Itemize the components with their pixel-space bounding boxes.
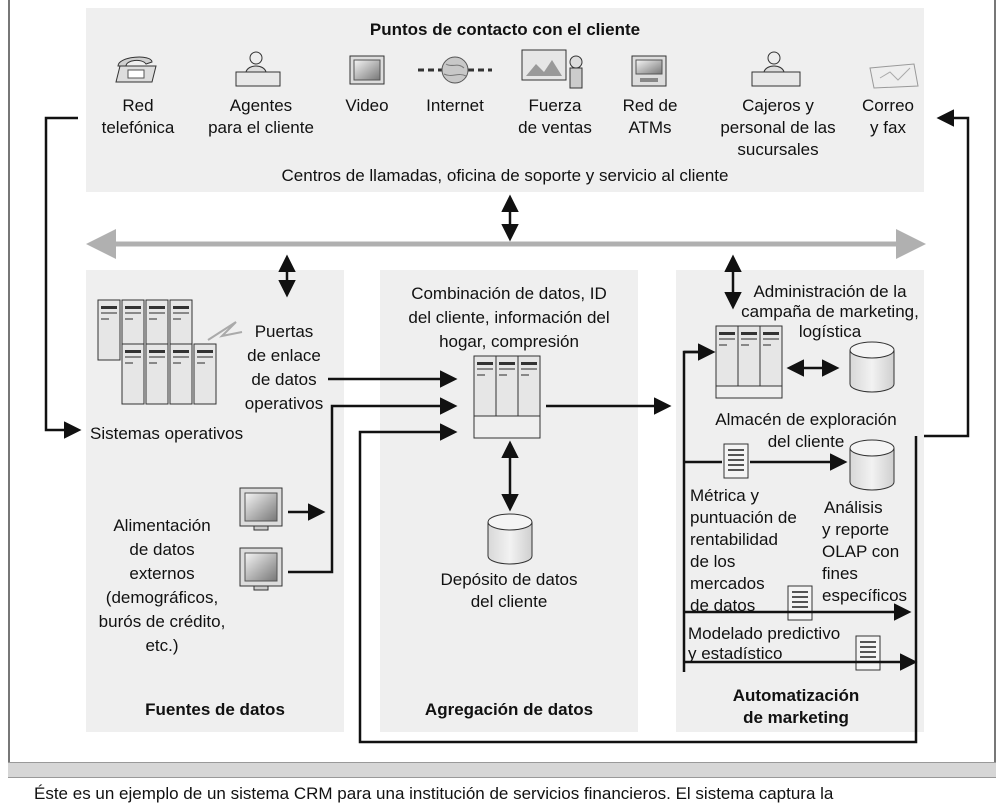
operational-servers-icon xyxy=(97,299,243,405)
marketing-title-line: de marketing xyxy=(743,708,849,727)
figure-caption: Éste es un ejemplo de un sistema CRM par… xyxy=(34,784,834,803)
touchpoint-label: sucursales xyxy=(737,140,819,159)
metrics-label-line: de datos xyxy=(690,596,756,615)
touchpoint-label: personal de las xyxy=(720,118,836,137)
olap-label-line: Análisis xyxy=(824,498,883,517)
datamart-doc-icon xyxy=(787,585,813,621)
internet-icon xyxy=(418,56,492,84)
marketing-to-mail-arrow xyxy=(924,109,970,438)
warehouse-label-line: del cliente xyxy=(767,432,845,451)
video-icon xyxy=(349,55,385,85)
touchpoint-label: Fuerza xyxy=(528,96,582,115)
page-border-left xyxy=(8,0,10,770)
warehouse-servers-icon xyxy=(715,325,783,399)
touchpoint-label: Cajeros y xyxy=(742,96,814,115)
touchpoint-label: Video xyxy=(345,96,389,115)
metrics-label-line: mercados xyxy=(690,574,765,593)
teller-icon xyxy=(751,51,801,87)
external-label-line: (demográficos, xyxy=(105,588,219,607)
touchpoints-panel xyxy=(86,8,924,192)
caption-divider xyxy=(8,762,996,778)
aggregation-description-line: Combinación de datos, ID xyxy=(411,284,607,303)
metrics-label-line: de los xyxy=(690,552,736,571)
campaign-cylinder-icon xyxy=(849,341,895,393)
gateway-label-line: de datos xyxy=(251,370,317,389)
touchpoint-label: telefónica xyxy=(101,118,175,137)
aggregation-servers-icon xyxy=(473,355,541,439)
aggregation-title: Agregación de datos xyxy=(424,700,594,719)
operational-systems-label: Sistemas operativos xyxy=(90,424,244,443)
touchpoint-label: Red xyxy=(122,96,154,115)
external-label-line: Alimentación xyxy=(113,516,211,535)
predictive-doc-icon xyxy=(855,635,881,671)
external-to-aggregation-line xyxy=(288,404,340,574)
metrics-label-line: rentabilidad xyxy=(690,530,778,549)
depot-label-line: Depósito de datos xyxy=(440,570,578,589)
olap-label-line: y reporte xyxy=(822,520,890,539)
page-border-right xyxy=(994,0,996,770)
touchpoints-footer: Centros de llamadas, oficina de soporte … xyxy=(281,166,729,185)
campaign-label-line: Administración de la xyxy=(753,282,907,301)
touchpoint-label: Red de xyxy=(622,96,678,115)
telephone-icon xyxy=(115,56,157,83)
touchpoint-label: Internet xyxy=(426,96,484,115)
campaign-label-line: logística xyxy=(798,322,862,341)
external-label-line: externos xyxy=(129,564,195,583)
atm-icon xyxy=(631,55,667,87)
agent-icon xyxy=(235,51,281,87)
customer-depot-cylinder-icon xyxy=(487,513,533,565)
touchpoint-label: Correo xyxy=(862,96,914,115)
marketing-title-line: Automatización xyxy=(732,686,860,705)
gateway-label-line: Puertas xyxy=(254,322,314,341)
touchpoint-label: para el cliente xyxy=(208,118,314,137)
aggregation-description-line: del cliente, información del xyxy=(408,308,610,327)
touchpoint-label: y fax xyxy=(870,118,906,137)
olap-label-line: OLAP con xyxy=(822,542,900,561)
gateway-label-line: operativos xyxy=(244,394,324,413)
external-label-line: etc.) xyxy=(145,636,179,655)
external-monitor-icon-1 xyxy=(239,487,283,531)
touchpoint-label: ATMs xyxy=(628,118,672,137)
metrics-label-line: puntuación de xyxy=(690,508,797,527)
aggregation-description-line: hogar, compresión xyxy=(439,332,579,351)
phone-to-operational-arrow xyxy=(44,116,82,439)
external-label-line: burós de crédito, xyxy=(98,612,226,631)
touchpoint-label: de ventas xyxy=(518,118,592,137)
external-monitor-icon-2 xyxy=(239,547,283,591)
external-label-line: de datos xyxy=(129,540,195,559)
gateway-label-line: de enlace xyxy=(247,346,321,365)
sources-title: Fuentes de datos xyxy=(145,700,285,719)
touchpoint-label: Agentes xyxy=(229,96,293,115)
campaign-label-line: campaña de marketing, xyxy=(741,302,919,321)
modeling-label-line: y estadístico xyxy=(688,644,783,663)
olap-label-line: fines xyxy=(822,564,858,583)
fax-icon xyxy=(869,63,919,89)
depot-label-line: del cliente xyxy=(470,592,548,611)
salesforce-icon xyxy=(521,49,583,89)
warehouse-label-line: Almacén de exploración xyxy=(715,410,897,429)
modeling-label-line: Modelado predictivo xyxy=(688,624,841,643)
touchpoints-title: Puntos de contacto con el cliente xyxy=(369,20,641,39)
marketing-feedback-loop xyxy=(358,423,918,744)
metrics-label-line: Métrica y xyxy=(690,486,759,505)
olap-label-line: específicos xyxy=(822,586,908,605)
